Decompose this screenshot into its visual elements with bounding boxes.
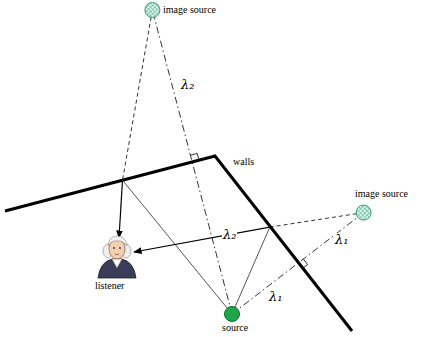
reflected-arrow xyxy=(134,227,270,252)
reflected-arrow xyxy=(119,180,123,238)
image-ray xyxy=(123,10,153,180)
image-ray xyxy=(270,213,364,228)
distance-line xyxy=(152,10,232,314)
sound-ray xyxy=(123,180,233,314)
distance-label: λ₁ xyxy=(268,290,283,304)
distance-line xyxy=(232,213,364,314)
part-label: source xyxy=(221,322,249,334)
source-dot xyxy=(225,307,240,322)
part-label: walls xyxy=(232,156,255,168)
wall xyxy=(5,156,352,331)
part-label: listener xyxy=(94,280,125,292)
distance-label: λ₂ xyxy=(180,78,195,92)
distance-label: λ₂ xyxy=(222,228,237,242)
part-label: image source xyxy=(162,4,217,16)
sound-ray xyxy=(232,227,270,314)
part-label: image source xyxy=(354,188,409,200)
image-source-dot xyxy=(145,3,160,18)
distance-label: λ₁ xyxy=(334,233,349,247)
image-source-dot xyxy=(356,205,371,220)
right-angle-mark xyxy=(302,259,308,269)
right-angle-mark xyxy=(190,153,199,160)
listener-figure xyxy=(98,236,136,278)
